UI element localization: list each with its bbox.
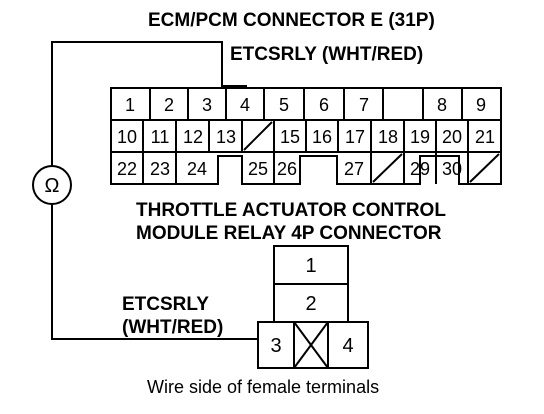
relay-pin-3-cell: [257, 321, 295, 369]
ecm-wire-label: ETCSRLY (WHT/RED): [230, 44, 423, 65]
ecm-pin-22: 22: [117, 159, 137, 179]
empty-cavity-31: [469, 153, 500, 183]
ecm-pin-7: 7: [359, 95, 369, 115]
relay-pin-1-cell: [273, 245, 349, 285]
ecm-pin-27: 27: [344, 159, 364, 179]
ecm-pin-6: 6: [319, 95, 329, 115]
relay-pin-1: 1: [305, 255, 316, 277]
ecm-connector: 1 2 3 4 5 6 7 8 9 10 11 12 13 15 16 17 1…: [110, 87, 502, 185]
ecm-pin-24: 24: [187, 159, 207, 179]
relay-pin-2: 2: [305, 293, 316, 315]
caption: Wire side of female terminals: [147, 377, 379, 397]
ecm-pin-26: 26: [277, 159, 297, 179]
empty-cavity-14: [243, 121, 273, 151]
ecm-pin-15: 15: [280, 127, 300, 147]
ecm-pin-4: 4: [240, 95, 250, 115]
ecm-pin-9: 9: [476, 95, 486, 115]
ecm-pin-13: 13: [216, 127, 236, 147]
relay-wire-label-line1: ETCSRLY: [122, 294, 209, 315]
ecm-pin-21: 21: [475, 127, 495, 147]
ecm-pin-29: 29: [410, 159, 430, 179]
relay-wire-label-line2: (WHT/RED): [122, 317, 223, 338]
ohmmeter-circle: [32, 165, 72, 205]
ecm-pin-8: 8: [437, 95, 447, 115]
ecm-pin-30: 30: [442, 159, 462, 179]
relay-pin-4: 4: [342, 335, 353, 357]
ecm-pin-11: 11: [151, 127, 170, 147]
ecm-pin-23: 23: [150, 159, 170, 179]
empty-cavity-cross-b: [293, 321, 329, 369]
ecm-pin-25: 25: [248, 159, 268, 179]
ecm-pin-3: 3: [202, 95, 212, 115]
ecm-pin-20: 20: [442, 127, 462, 147]
ecm-pin-2: 2: [164, 95, 174, 115]
ecm-pin-5: 5: [279, 95, 289, 115]
relay-pin-2-cell: [273, 283, 349, 323]
ohm-icon: Ω: [45, 175, 60, 197]
ecm-pin-1: 1: [125, 95, 135, 115]
empty-cavity-28: [372, 153, 403, 183]
ecm-pin-10: 10: [117, 127, 137, 147]
relay-connector-title-line1: THROTTLE ACTUATOR CONTROL: [136, 200, 446, 221]
relay-pin-3: 3: [270, 335, 281, 357]
relay-connector: 1 2 3 4: [257, 245, 369, 369]
ecm-pin-17: 17: [345, 127, 365, 147]
ecm-pin-19: 19: [410, 127, 430, 147]
ecm-pin-18: 18: [378, 127, 398, 147]
relay-pin-4-cell: [327, 321, 369, 369]
ecm-pin-16: 16: [312, 127, 332, 147]
ecm-connector-title: ECM/PCM CONNECTOR E (31P): [148, 10, 435, 31]
relay-connector-title-line2: MODULE RELAY 4P CONNECTOR: [136, 223, 442, 244]
ohmmeter: Ω: [32, 165, 72, 205]
ecm-pin-12: 12: [183, 127, 203, 147]
